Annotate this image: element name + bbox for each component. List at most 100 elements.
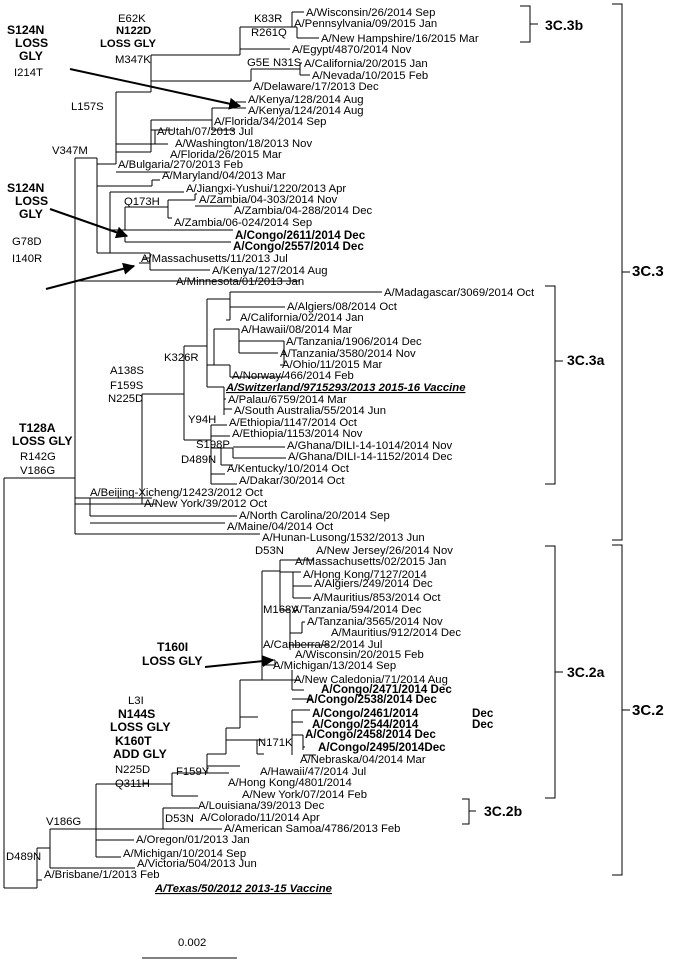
tip-label: A/Zambia/04-288/2014 Dec bbox=[234, 205, 373, 217]
tip-label: A/Zambia/04-303/2014 Nov bbox=[199, 194, 338, 206]
tip-label: A/New Jersey/26/2014 Nov bbox=[316, 545, 453, 557]
branch bbox=[95, 783, 222, 858]
branch bbox=[213, 328, 239, 366]
branch bbox=[150, 119, 212, 152]
branch bbox=[302, 735, 316, 756]
mutation-label: S124N bbox=[7, 23, 44, 37]
mutation-label: M168V bbox=[263, 604, 299, 616]
mutation-label: LOSS GLY bbox=[100, 38, 157, 50]
branch bbox=[261, 570, 292, 681]
tip-label: A/Maine/04/2014 Oct bbox=[227, 521, 334, 533]
branch bbox=[183, 345, 211, 441]
tip-label: A/Pennsylvania/09/2015 Jan bbox=[294, 18, 437, 30]
branch bbox=[289, 610, 329, 650]
branch bbox=[151, 179, 160, 186]
tip-label: A/Beijing-Xicheng/12423/2012 Oct bbox=[90, 487, 264, 499]
tip-label: A/Kenya/127/2014 Aug bbox=[212, 265, 328, 277]
tip-label: A/Congo/2611/2014 Dec bbox=[235, 229, 366, 242]
mutation-label: Q173H bbox=[124, 196, 160, 208]
mutation-label: S198P bbox=[196, 439, 230, 451]
clade-bracket-3C.3 bbox=[612, 3, 630, 541]
mutation-label: K83R bbox=[254, 13, 282, 25]
tip-label: A/Wisconsin/26/2014 Sep bbox=[306, 7, 435, 19]
tip-label: A/Mauritius/912/2014 Dec bbox=[331, 627, 461, 639]
tip-label: A/Ghana/DILI-14-1014/2014 Nov bbox=[287, 440, 453, 452]
tip-label: A/Algiers/249/2014 Dec bbox=[314, 578, 433, 590]
tip-label: A/Zambia/06-024/2014 Sep bbox=[174, 217, 312, 229]
tip-label: A/Congo/2538/2014 Dec bbox=[306, 693, 437, 706]
branch bbox=[291, 11, 319, 39]
clade-label-3C.2a: 3C.2a bbox=[567, 664, 605, 680]
tip-label: A/North Carolina/20/2014 Sep bbox=[239, 510, 390, 522]
tree-branches bbox=[3, 11, 382, 889]
mutation-label: N225D bbox=[108, 393, 143, 405]
tip-label: A/Bulgaria/270/2013 Feb bbox=[118, 159, 243, 171]
clade-bracket-3C.3b bbox=[520, 5, 538, 43]
mutation-label: A138S bbox=[110, 365, 144, 377]
mutation-label: LOSS GLY bbox=[12, 434, 73, 448]
tip-label-date: Dec bbox=[472, 718, 494, 731]
tip-label: A/Ohio/11/2015 Mar bbox=[282, 359, 383, 371]
tip-label: A/Congo/2471/2014 Dec bbox=[321, 683, 452, 696]
branch bbox=[162, 807, 198, 829]
tip-label: A/Kenya/124/2014 Aug bbox=[248, 105, 364, 117]
tip-label: A/Maryland/04/2013 Mar bbox=[162, 170, 286, 182]
tip-label: A/Tanzania/3580/2014 Nov bbox=[280, 348, 416, 360]
mutation-label: ADD GLY bbox=[113, 747, 167, 761]
clade-brackets: 3C.3b 3C.3 3C.3a 3C.2a 3C.2 3C.2b bbox=[462, 3, 664, 876]
tip-label: A/Congo/2557/2014 Dec bbox=[233, 240, 364, 253]
mutation-label: GLY bbox=[19, 207, 43, 221]
tip-label: A/Hong Kong/7127/2014 bbox=[303, 569, 427, 581]
tip-label: A/New Hampshire/16/2015 Mar bbox=[321, 33, 479, 45]
mutation-label: LOSS GLY bbox=[110, 720, 171, 734]
mutation-label: I140R bbox=[12, 253, 42, 265]
mutation-label: E62K bbox=[118, 13, 146, 25]
mutation-label: D489N bbox=[181, 454, 216, 466]
tip-label: A/Minnesota/01/2013 Jan bbox=[176, 276, 304, 288]
tip-label: A/Delaware/17/2013 Dec bbox=[253, 81, 379, 93]
branch bbox=[109, 191, 184, 254]
mutation-label: S124N bbox=[7, 181, 44, 195]
annotation-arrow bbox=[204, 655, 275, 668]
branch bbox=[291, 670, 312, 700]
mutation-label: R261Q bbox=[251, 27, 287, 39]
mutation-label: LOSS GLY bbox=[142, 654, 203, 668]
tip-label: A/California/20/2015 Jan bbox=[304, 58, 428, 70]
mutation-label: D53N bbox=[255, 545, 284, 557]
annotation-arrow bbox=[69, 68, 242, 110]
clade-label-3C.3a: 3C.3a bbox=[567, 352, 605, 368]
tip-label: A/California/02/2014 Jan bbox=[240, 312, 364, 324]
branch bbox=[171, 753, 240, 797]
tip-label: A/Hong Kong/4801/2014 bbox=[228, 777, 352, 789]
branch bbox=[115, 91, 170, 173]
tip-label: A/Washington/18/2013 Nov bbox=[175, 138, 312, 150]
branch bbox=[210, 424, 230, 484]
mutation-label: Q311H bbox=[115, 778, 150, 790]
mutation-label: N225D bbox=[115, 764, 150, 776]
branch bbox=[291, 709, 310, 755]
mutation-label: R142G bbox=[20, 451, 56, 463]
mutation-label: G5E bbox=[247, 57, 270, 69]
tip-label: A/Massachusetts/02/2015 Jan bbox=[295, 556, 446, 568]
clade-bracket-3C.2a bbox=[545, 545, 563, 799]
mutation-label: N122D bbox=[116, 25, 151, 37]
branch bbox=[139, 253, 210, 271]
mutation-labels: E62K N122D LOSS GLY M347K K83R R261Q G5E… bbox=[6, 13, 302, 863]
branch bbox=[75, 157, 300, 535]
tip-label: A/Hawaii/08/2014 Mar bbox=[241, 324, 352, 336]
tip-label: A/Colorado/11/2014 Apr bbox=[200, 812, 320, 824]
mutation-label: N144S bbox=[118, 707, 155, 721]
tip-label: A/Nebraska/04/2014 Mar bbox=[300, 754, 426, 766]
tip-label: A/Utah/07/2013 Jul bbox=[157, 126, 253, 138]
tip-label: A/American Samoa/4786/2013 Feb bbox=[224, 823, 400, 835]
clade-bracket-3C.2 bbox=[612, 544, 630, 876]
tip-label: A/New York/39/2012 Oct bbox=[144, 498, 268, 510]
branch bbox=[223, 387, 232, 415]
clade-label-3C.3b: 3C.3b bbox=[545, 17, 583, 33]
branch bbox=[225, 727, 264, 755]
tip-label: A/Congo/2458/2014 Dec bbox=[305, 728, 436, 741]
annotation-arrow bbox=[45, 262, 136, 290]
tip-label: A/Ghana/DILI-14-1152/2014 Dec bbox=[288, 451, 453, 463]
tip-label: A/Kentucky/10/2014 Oct bbox=[227, 463, 350, 475]
